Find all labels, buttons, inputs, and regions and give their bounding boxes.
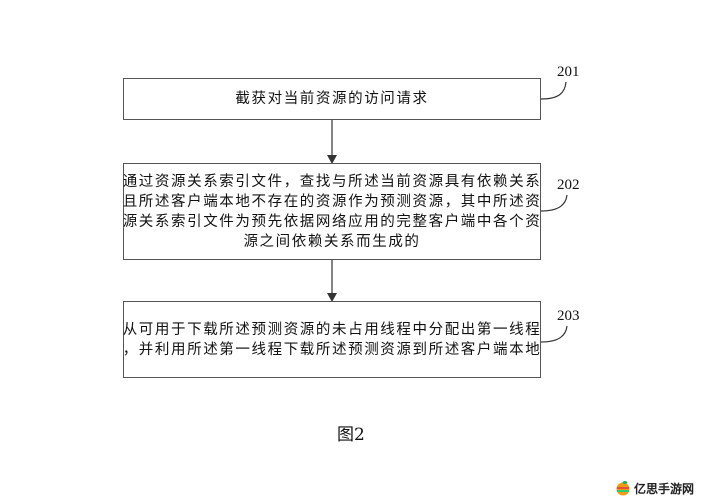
watermark-logo: 亿思手游网 (615, 476, 705, 500)
step-text: 截获对当前资源的访问请求 (235, 91, 429, 107)
step-text: 且所述客户端本地不存在的资源作为预测资源，其中所述资 (122, 193, 542, 210)
arrowhead-icon (327, 155, 337, 164)
figure-caption: 图2 (337, 425, 365, 445)
apple-logo-icon (616, 481, 630, 496)
step-text: 源之间依赖关系而生成的 (243, 233, 421, 250)
leader-203 (540, 325, 568, 343)
step-box-203: 从可用于下载所述预测资源的未占用线程中分配出第一线程 ，并利用所述第一线程下载所… (123, 301, 541, 378)
arrowhead-icon (327, 293, 337, 302)
step-label-202: 202 (557, 177, 580, 193)
step-box-202: 通过资源关系索引文件，查找与所述当前资源具有依赖关系 且所述客户端本地不存在的资… (123, 163, 541, 260)
step-box-201: 截获对当前资源的访问请求 (123, 78, 541, 120)
step-label-203: 203 (557, 308, 580, 324)
step-text: 通过资源关系索引文件，查找与所述当前资源具有依赖关系 (122, 173, 542, 190)
watermark-text: 亿思手游网 (634, 481, 695, 496)
step-text: 源关系索引文件为预先依据网络应用的完整客户端中各个资 (122, 213, 542, 230)
leader-202 (540, 194, 568, 212)
step-text: 从可用于下载所述预测资源的未占用线程中分配出第一线程 (122, 321, 542, 338)
step-text: ，并利用所述第一线程下载所述预测资源到所述客户端本地 (122, 341, 542, 358)
leader-201 (540, 81, 567, 100)
step-label-201: 201 (557, 64, 580, 80)
